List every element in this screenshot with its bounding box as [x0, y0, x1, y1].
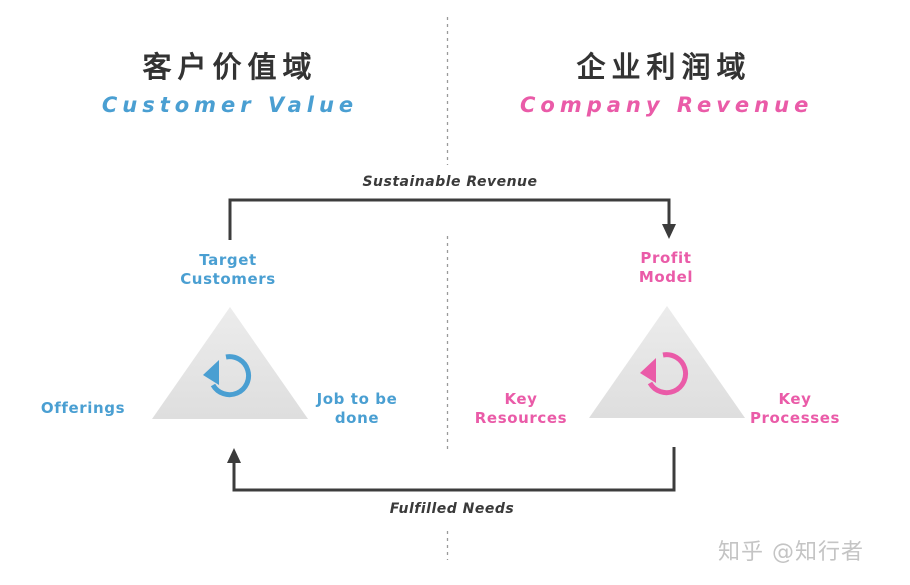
watermark: 知乎 @知行者 [718, 540, 864, 565]
rotate-icon-blue [203, 354, 252, 398]
node-profit-model: Profit Model [606, 249, 726, 287]
node-job-to-be-done-line-2: done [334, 409, 380, 427]
company-revenue-triangle [589, 306, 745, 418]
node-job-to-be-done: Job to be done [302, 390, 412, 428]
node-key-resources-line-1: Key [504, 390, 538, 408]
node-offerings-line-1: Offerings [40, 399, 126, 417]
node-target-customers: Target Customers [158, 251, 298, 289]
sustainable-revenue-label: Sustainable Revenue [362, 174, 538, 190]
customer-value-triangle [152, 307, 308, 419]
node-profit-model-line-2: Model [638, 268, 694, 286]
fulfilled-needs-arrow [227, 447, 676, 492]
arrow-up-icon [227, 448, 241, 463]
rotate-icon-pink [640, 352, 689, 396]
company-revenue-title-cn: 企业利润域 [576, 50, 752, 84]
fulfilled-needs-line [232, 447, 676, 492]
node-profit-model-line-1: Profit [640, 249, 692, 267]
node-key-processes: Key Processes [740, 390, 850, 428]
sustainable-revenue-arrow [228, 198, 676, 240]
sustainable-revenue-line [228, 198, 671, 240]
customer-value-title-cn: 客户价值域 [142, 50, 318, 84]
company-revenue-title-en: Company Revenue [520, 93, 814, 117]
node-target-customers-line-2: Customers [180, 270, 276, 288]
arrow-down-icon [662, 224, 676, 239]
node-target-customers-line-1: Target [199, 251, 257, 269]
fulfilled-needs-label: Fulfilled Needs [389, 501, 515, 517]
node-job-to-be-done-line-1: Job to be [316, 390, 398, 408]
node-key-resources: Key Resources [466, 390, 576, 428]
customer-value-title-en: Customer Value [101, 93, 359, 117]
node-key-processes-line-1: Key [778, 390, 812, 408]
node-key-resources-line-2: Resources [474, 409, 568, 427]
node-offerings: Offerings [28, 399, 138, 418]
node-key-processes-line-2: Processes [749, 409, 841, 427]
